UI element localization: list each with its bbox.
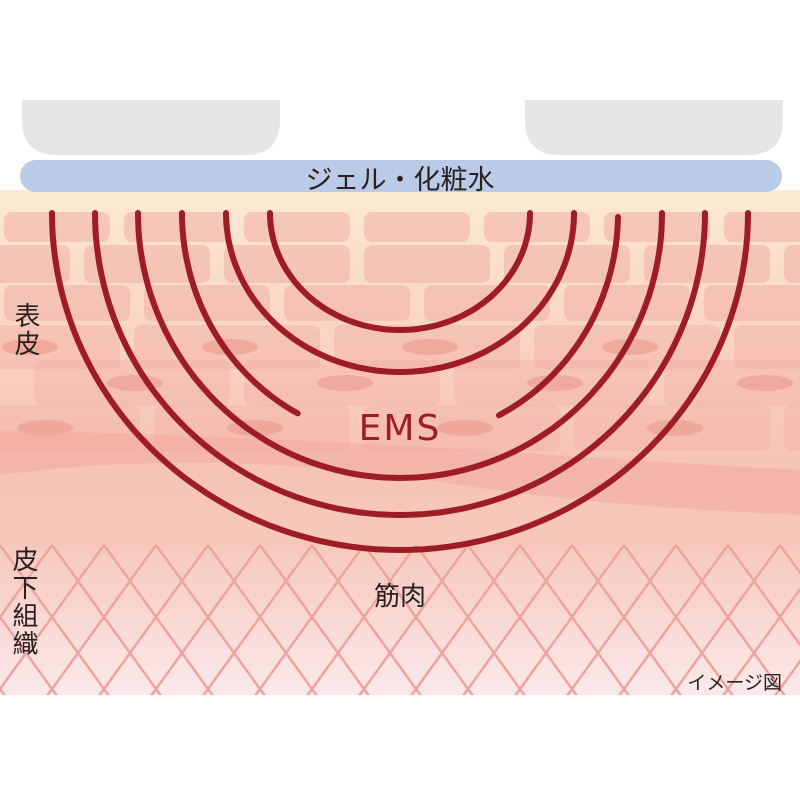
gel-band (20, 160, 782, 192)
ems-label: EMS (358, 408, 442, 449)
cell (784, 245, 800, 283)
right-electrode (525, 100, 783, 155)
cell (244, 212, 350, 242)
dermis-band (0, 430, 800, 515)
ems-wave-arc (496, 214, 621, 419)
ems-waves (49, 210, 751, 554)
subcutaneous-label: 皮下組織 (8, 546, 38, 658)
cell (644, 245, 770, 283)
cell-nucleus (2, 339, 58, 355)
cell-nucleus (202, 339, 258, 355)
cell (224, 245, 350, 283)
cell (84, 245, 210, 283)
cell (484, 212, 590, 242)
subcutaneous-mesh (0, 545, 800, 695)
muscle-label: 筋肉 (373, 582, 426, 612)
image-note: イメージ図 (687, 672, 782, 694)
epidermis-label: 表皮 (10, 302, 40, 358)
cell (564, 285, 690, 321)
cell (604, 212, 710, 242)
ems-wave-arc (179, 210, 301, 417)
left-electrode (22, 100, 280, 155)
cell-nucleus (737, 375, 793, 391)
cell (734, 325, 800, 369)
ems-wave-arc (92, 210, 708, 519)
cell (364, 212, 470, 242)
cell-nucleus (317, 375, 373, 391)
ems-wave-arc (223, 210, 577, 376)
cell (724, 212, 800, 242)
cell (284, 285, 410, 321)
cell (364, 245, 490, 283)
cell-nucleus (602, 339, 658, 355)
cell (4, 212, 110, 242)
cell (664, 360, 800, 406)
gel-label: ジェル・化粧水 (305, 165, 495, 196)
cell (144, 285, 270, 321)
ems-wave-arc (267, 210, 533, 334)
cell-nucleus (402, 339, 458, 355)
ems-wave-arc (135, 210, 665, 482)
cell (124, 212, 230, 242)
cell (784, 405, 800, 451)
ems-wave-arc (49, 210, 751, 554)
cell (704, 285, 800, 321)
cell-nucleus (437, 420, 493, 436)
cell (0, 325, 120, 369)
